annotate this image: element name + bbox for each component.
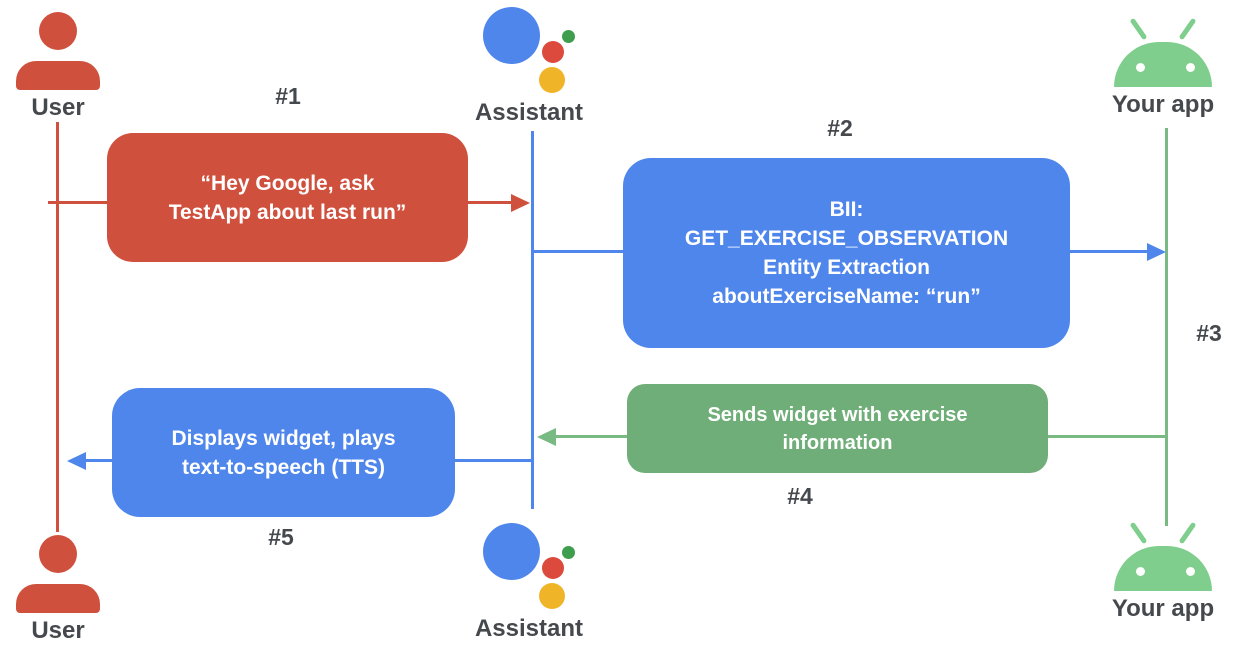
- actor-label-user-top: User: [31, 94, 85, 121]
- user-icon-body: [16, 584, 100, 613]
- user-icon-head: [39, 12, 77, 50]
- android-antenna-right: [1178, 17, 1197, 41]
- assistant-logo-blue-dot: [482, 523, 540, 580]
- assistant-logo-red-dot: [541, 557, 564, 579]
- actor-label-assistant-bottom: Assistant: [474, 615, 584, 642]
- message-box-4: Sends widget with exercise information: [627, 384, 1048, 473]
- user-icon: [16, 535, 100, 613]
- message-4-line-2: information: [782, 431, 893, 454]
- actor-user-bottom: User: [8, 535, 108, 645]
- android-icon: [1112, 16, 1214, 87]
- message-2-line-1: BII:: [829, 198, 864, 221]
- user-icon: [16, 12, 100, 90]
- message-2-line-4: aboutExerciseName: “run”: [712, 285, 981, 308]
- message-1-line-1: “Hey Google, ask: [200, 171, 375, 195]
- message-2-line-2: GET_EXERCISE_OBSERVATION: [684, 227, 1009, 250]
- message-4-line-1: Sends widget with exercise: [707, 403, 968, 426]
- assistant-logo-yellow-dot: [538, 583, 565, 609]
- user-lifeline: [56, 122, 59, 532]
- message-box-1: “Hey Google, ask TestApp about last run”: [107, 133, 468, 262]
- actor-app-top: Your app: [1103, 16, 1223, 119]
- assistant-logo-yellow-dot: [538, 67, 565, 93]
- android-eye-left: [1136, 63, 1145, 72]
- assistant-logo-blue-dot: [482, 7, 540, 64]
- android-antenna-left: [1129, 521, 1148, 545]
- user-icon-head: [39, 535, 77, 573]
- actor-user-top: User: [8, 12, 108, 122]
- actor-app-bottom: Your app: [1103, 520, 1223, 623]
- message-box-2: BII: GET_EXERCISE_OBSERVATION Entity Ext…: [623, 158, 1070, 348]
- step-label-3: #3: [1196, 320, 1222, 346]
- assistant-logo-green-dot: [561, 30, 575, 43]
- android-antenna-left: [1129, 17, 1148, 41]
- message-box-5: Displays widget, plays text-to-speech (T…: [112, 388, 455, 517]
- app-lifeline: [1165, 128, 1168, 526]
- step-label-4: #4: [787, 483, 813, 509]
- actor-label-assistant-top: Assistant: [474, 99, 584, 126]
- actor-label-app-top: Your app: [1111, 91, 1215, 118]
- android-eye-right: [1186, 567, 1195, 576]
- message-5-line-2: text-to-speech (TTS): [181, 455, 385, 479]
- android-head: [1114, 42, 1212, 87]
- assistant-logo-red-dot: [541, 41, 564, 63]
- assistant-logo-icon: [482, 523, 576, 611]
- android-head: [1114, 546, 1212, 591]
- arrow-4-head-icon: [537, 428, 556, 446]
- actor-assistant-bottom: Assistant: [464, 523, 594, 643]
- step-label-5: #5: [268, 524, 294, 550]
- message-2-line-3: Entity Extraction: [763, 256, 930, 279]
- assistant-lifeline: [531, 131, 534, 509]
- step-label-1: #1: [275, 83, 301, 109]
- arrow-2-head-icon: [1147, 243, 1166, 261]
- actor-label-app-bottom: Your app: [1111, 595, 1215, 622]
- message-1-line-2: TestApp about last run”: [168, 200, 407, 224]
- actor-assistant-top: Assistant: [464, 7, 594, 127]
- android-icon: [1112, 520, 1214, 591]
- android-antenna-right: [1178, 521, 1197, 545]
- arrow-1-head-icon: [511, 194, 530, 212]
- android-eye-left: [1136, 567, 1145, 576]
- assistant-logo-green-dot: [561, 546, 575, 559]
- message-5-line-1: Displays widget, plays: [171, 426, 396, 450]
- android-eye-right: [1186, 63, 1195, 72]
- user-icon-body: [16, 61, 100, 90]
- step-label-2: #2: [827, 115, 853, 141]
- actor-label-user-bottom: User: [31, 617, 85, 644]
- arrow-5-head-icon: [67, 452, 86, 470]
- assistant-logo-icon: [482, 7, 576, 95]
